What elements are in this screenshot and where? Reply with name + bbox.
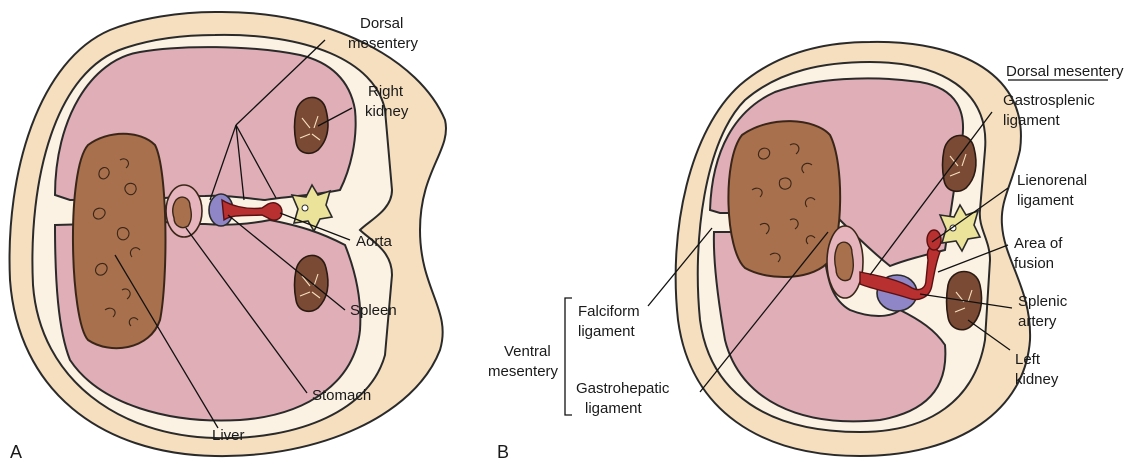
- label-gastrosplenic-2: ligament: [1003, 112, 1061, 129]
- panel-a: Dorsal mesentery Right kidney Aorta Sple…: [10, 12, 446, 462]
- label-gastrohepatic-2: ligament: [585, 400, 643, 417]
- label-ventral-1: Ventral: [504, 343, 551, 360]
- panel-b: Dorsal mesentery Gastrosplenic ligament …: [488, 42, 1124, 462]
- label-falciform-2: ligament: [578, 323, 636, 340]
- label-left-kidney-2: kidney: [1015, 371, 1059, 388]
- panel-letter-b: B: [497, 442, 509, 462]
- label-left-kidney-1: Left: [1015, 351, 1041, 368]
- left-kidney-upper-b: [943, 135, 976, 191]
- ventral-mesentery-bracket: [565, 298, 572, 415]
- label-right-kidney-1: Right: [368, 83, 404, 100]
- label-lienorenal-2: ligament: [1017, 192, 1075, 209]
- label-right-kidney-2: kidney: [365, 103, 409, 120]
- label-splenic-artery-2: artery: [1018, 313, 1057, 330]
- label-dorsal-a-1: Dorsal: [360, 15, 403, 32]
- label-falciform-1: Falciform: [578, 303, 640, 320]
- right-kidney-a: [295, 97, 328, 153]
- label-area-fusion-2: fusion: [1014, 255, 1054, 272]
- label-area-fusion-1: Area of: [1014, 235, 1063, 252]
- label-aorta: Aorta: [356, 233, 393, 250]
- stomach-mucosa-a: [173, 197, 192, 227]
- label-gastrohepatic-1: Gastrohepatic: [576, 380, 670, 397]
- label-dorsal-b: Dorsal mesentery: [1006, 63, 1124, 80]
- label-gastrosplenic-1: Gastrosplenic: [1003, 92, 1095, 109]
- stomach-mucosa-b: [835, 242, 854, 280]
- label-stomach: Stomach: [312, 387, 371, 404]
- label-lienorenal-1: Lienorenal: [1017, 172, 1087, 189]
- panel-letter-a: A: [10, 442, 22, 462]
- label-dorsal-a-2: mesentery: [348, 35, 419, 52]
- label-ventral-2: mesentery: [488, 363, 559, 380]
- label-spleen: Spleen: [350, 302, 397, 319]
- label-splenic-artery-1: Splenic: [1018, 293, 1068, 310]
- liver-b: [728, 121, 840, 277]
- label-liver: Liver: [212, 427, 245, 444]
